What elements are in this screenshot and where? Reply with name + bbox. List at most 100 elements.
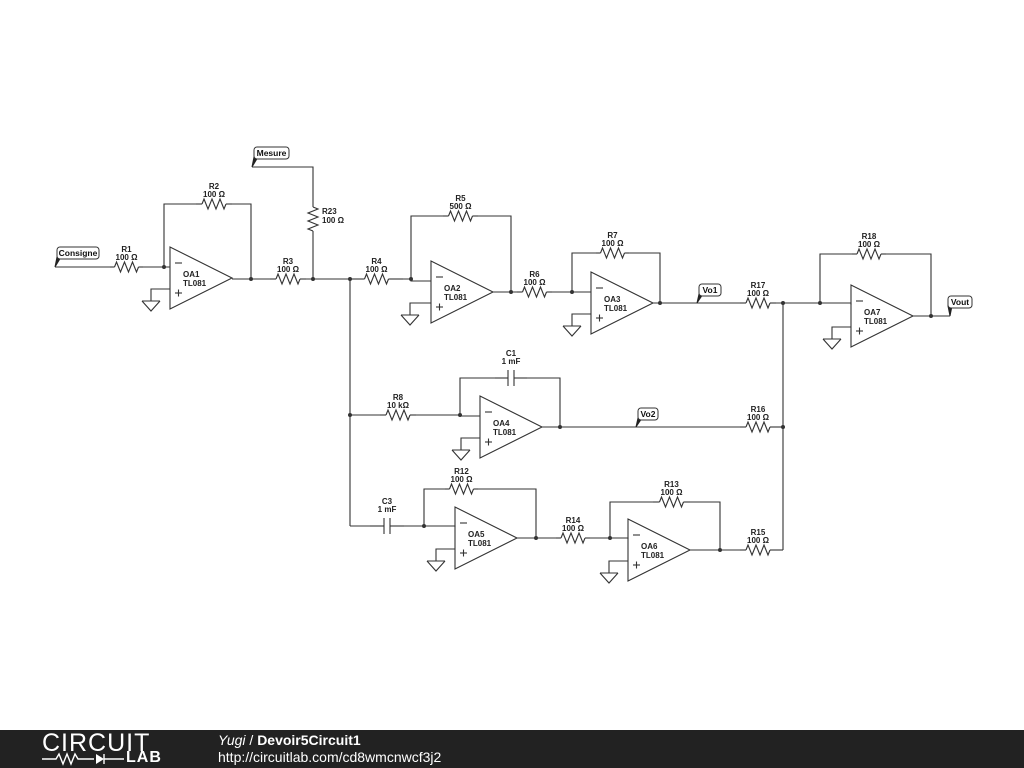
wire [410, 215, 443, 279]
component-value: 100 Ω [116, 253, 139, 262]
ground-wire [435, 548, 455, 561]
circuit-url[interactable]: http://circuitlab.com/cd8wmcnwcf3j2 [218, 749, 442, 765]
opamp-name: OA4 [493, 419, 510, 428]
wire [478, 215, 512, 292]
component-value: 100 Ω [661, 488, 684, 497]
wire [629, 252, 661, 303]
component-value: 500 Ω [450, 202, 473, 211]
opamp-model: TL081 [444, 293, 468, 302]
ground-icon [400, 314, 420, 326]
opamp-model: TL081 [183, 279, 207, 288]
wire [819, 253, 852, 303]
component-name: R1 [121, 245, 132, 254]
component-value: 100 Ω [524, 278, 547, 287]
component-name: R14 [566, 516, 581, 525]
component-value: 100 Ω [203, 190, 226, 199]
junction-dot [534, 536, 538, 540]
logo-waveform-icon [42, 752, 124, 766]
capacitor-c1[interactable]: C11 mF [495, 349, 527, 386]
net-tag-consigne[interactable]: Consigne [54, 246, 100, 268]
net-tag-vo2[interactable]: Vo2 [635, 407, 659, 428]
component-value: 1 mF [378, 505, 397, 514]
capacitor-c3[interactable]: C31 mF [370, 497, 404, 534]
component-value: 1 mF [502, 357, 521, 366]
junction-dot [509, 290, 513, 294]
component-value: 100 Ω [366, 265, 389, 274]
component-name: C3 [382, 497, 393, 506]
net-tag-mesure[interactable]: Mesure [251, 146, 290, 168]
component-value: 100 Ω [747, 536, 770, 545]
footer-bar: CIRCUIT LAB Yugi / Devoir5Circuit1 http:… [0, 730, 1024, 768]
component-value: 100 Ω [322, 216, 345, 225]
wire [163, 203, 196, 267]
component-value: 100 Ω [747, 413, 770, 422]
component-name: C1 [506, 349, 517, 358]
component-name: R4 [371, 257, 382, 266]
junction-dot [718, 548, 722, 552]
ground-wire [150, 288, 170, 301]
component-name: R13 [664, 480, 679, 489]
component-name: R8 [393, 393, 404, 402]
component-value: 100 Ω [858, 240, 881, 249]
net-tag-label: Vout [951, 297, 969, 307]
component-name: R2 [209, 182, 220, 191]
component-name: R7 [607, 231, 618, 240]
circuit-title: Yugi / Devoir5Circuit1 [218, 732, 361, 749]
wire [459, 377, 495, 415]
author-link[interactable]: Yugi [218, 732, 246, 748]
component-value: 100 Ω [747, 289, 770, 298]
component-value: 100 Ω [451, 475, 474, 484]
component-name: R16 [751, 405, 766, 414]
wire [527, 377, 561, 427]
opamp-name: OA1 [183, 270, 200, 279]
opamp-name: OA7 [864, 308, 881, 317]
net-tag-vo1[interactable]: Vo1 [696, 283, 722, 304]
opamp-name: OA2 [444, 284, 461, 293]
junction-dot [929, 314, 933, 318]
ground-wire [460, 437, 480, 450]
logo-text-lab: LAB [126, 749, 162, 766]
net-tag-label: Consigne [59, 248, 98, 258]
opamp-model: TL081 [468, 539, 492, 548]
opamp-name: OA3 [604, 295, 621, 304]
circuit-name[interactable]: Devoir5Circuit1 [257, 732, 361, 748]
ground-icon [451, 449, 471, 461]
ground-wire [831, 326, 851, 339]
ground-wire [608, 560, 628, 573]
circuitlab-logo[interactable]: CIRCUIT LAB [42, 729, 182, 766]
ground-wire [571, 313, 591, 326]
ground-icon [822, 338, 842, 350]
ground-icon [599, 572, 619, 584]
component-value: 100 Ω [602, 239, 625, 248]
wire [252, 166, 314, 196]
ground-wire [409, 302, 431, 315]
net-tag-vout[interactable]: Vout [947, 295, 973, 317]
component-value: 100 Ω [277, 265, 300, 274]
logo-text-circuit: CIRCUIT [42, 729, 151, 757]
